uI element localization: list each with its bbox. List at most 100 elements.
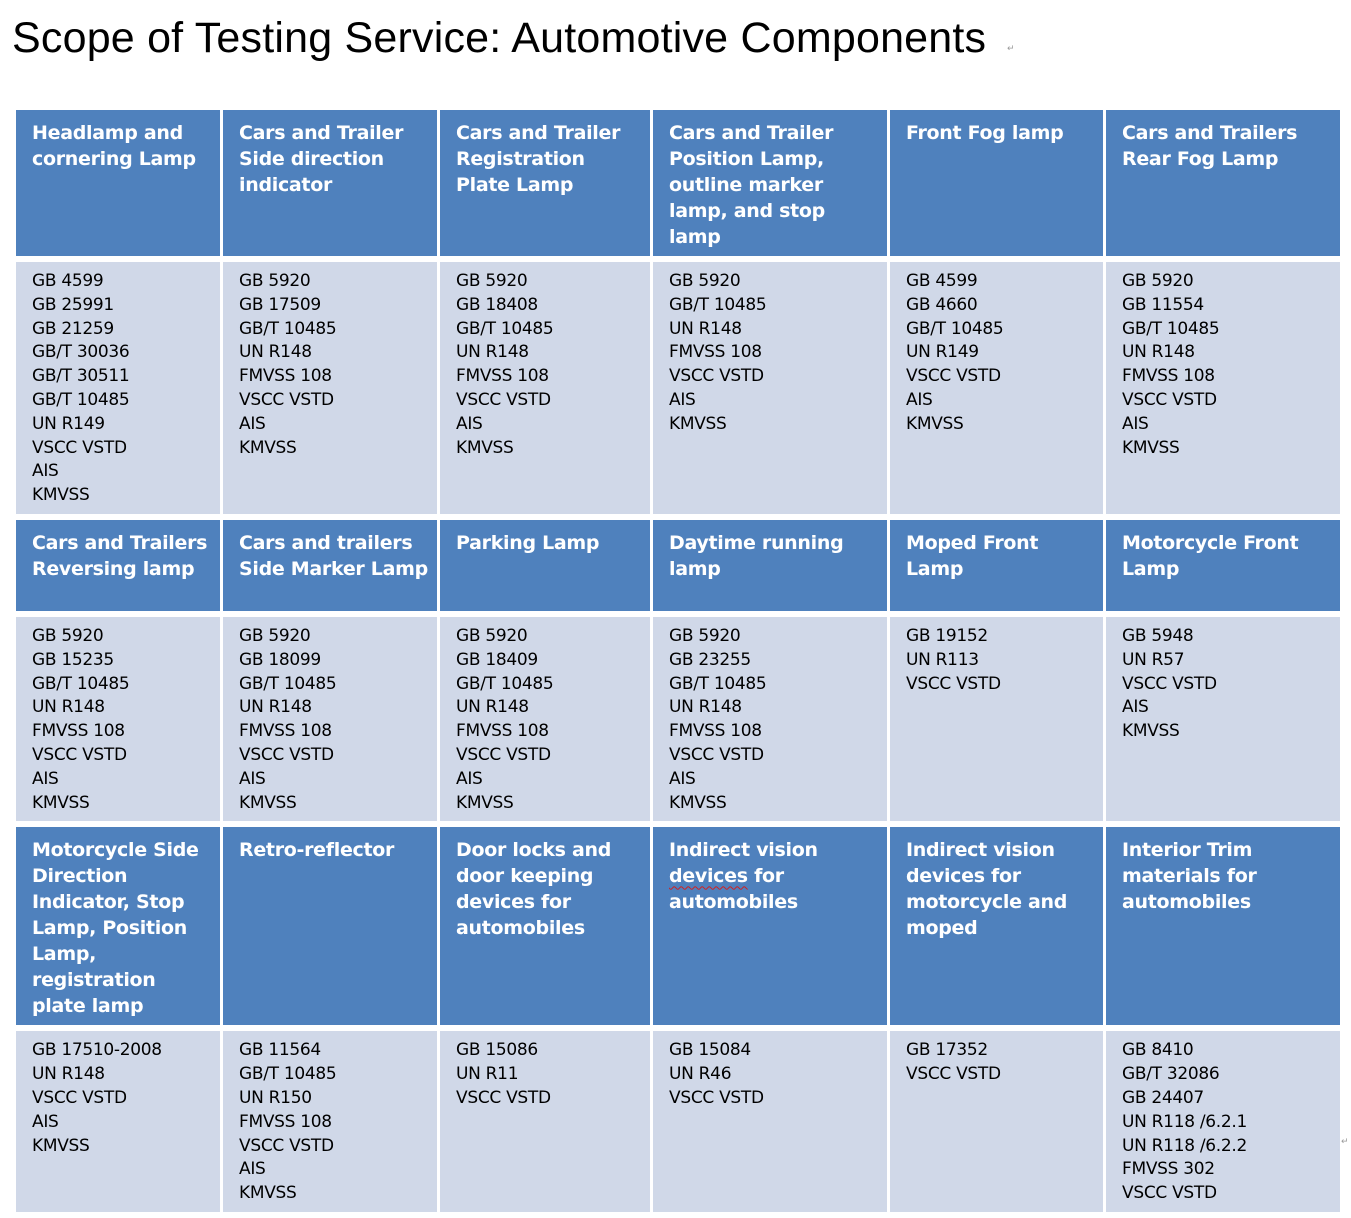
standard-item: FMVSS 108	[456, 366, 549, 387]
standard-item: VSCC VSTD	[906, 366, 1001, 387]
standard-item: UN R148	[32, 697, 105, 718]
standard-item: UN R148	[239, 342, 312, 363]
standard-item: UN R148	[456, 342, 529, 363]
standard-item: AIS	[239, 1159, 266, 1180]
standard-item: GB 18099	[239, 649, 321, 670]
standard-item: UN R148	[669, 697, 742, 718]
category-name: Moped Front Lamp	[906, 531, 1039, 580]
standard-item: GB/T 10485	[906, 318, 1004, 339]
page-title: Scope of Testing Service: Automotive Com…	[12, 14, 987, 62]
category-name: Cars and Trailer Position Lamp, outline …	[669, 122, 834, 248]
standard-item: GB 15235	[32, 649, 114, 670]
standard-item: GB/T 30511	[32, 366, 130, 387]
standard-item: VSCC VSTD	[669, 1087, 764, 1108]
category-header-cell: Cars and trailers Side Marker Lamp	[223, 519, 440, 617]
standard-item: VSCC VSTD	[32, 437, 127, 458]
standard-item: GB/T 32086	[1122, 1064, 1220, 1085]
standard-item: GB/T 30036	[32, 342, 130, 363]
standard-item: VSCC VSTD	[1122, 389, 1217, 410]
standard-item: GB 17510-2008	[32, 1040, 162, 1061]
standard-item: GB/T 10485	[239, 673, 337, 694]
standard-item: UN R118 /6.2.1	[1122, 1111, 1248, 1132]
category-name: Interior Trim materials for automobiles	[1122, 839, 1257, 914]
category-name: Motorcycle Side Direction Indicator, Sto…	[32, 839, 199, 1018]
category-name: Parking Lamp	[456, 531, 600, 554]
standard-item: GB/T 10485	[239, 1064, 337, 1085]
standard-item: GB 5920	[456, 625, 528, 646]
category-header-row: Motorcycle Side Direction Indicator, Sto…	[16, 827, 1340, 1032]
standard-item: VSCC VSTD	[906, 1064, 1001, 1085]
standard-item: AIS	[456, 413, 483, 434]
category-header-cell: Motorcycle Front Lamp	[1106, 519, 1340, 617]
standard-item: VSCC VSTD	[239, 1135, 334, 1156]
standard-item: GB 11554	[1122, 294, 1204, 315]
category-header-cell: Cars and Trailers Rear Fog Lamp	[1106, 110, 1340, 262]
standard-item: GB 4599	[906, 271, 978, 291]
standard-item: UN R148	[32, 1064, 105, 1085]
category-header-cell: Headlamp and cornering Lamp	[16, 110, 223, 262]
standard-item: UN R148	[1122, 342, 1195, 363]
standard-item: VSCC VSTD	[669, 744, 764, 765]
standard-item: UN R148	[239, 697, 312, 718]
standard-item: FMVSS 108	[239, 721, 332, 742]
standard-item: UN R46	[669, 1064, 732, 1085]
standard-item: GB 5920	[456, 271, 528, 291]
standard-item: GB 5948	[1122, 625, 1194, 646]
category-name: Cars and Trailers Reversing lamp	[32, 531, 208, 580]
category-name: Cars and Trailer Registration Plate Lamp	[456, 122, 621, 196]
standard-item: KMVSS	[32, 1135, 90, 1156]
standard-item: FMVSS 108	[1122, 366, 1215, 387]
paragraph-mark-icon: ↵	[1007, 44, 1015, 54]
standard-item: KMVSS	[456, 792, 514, 813]
standard-item: UN R57	[1122, 649, 1185, 670]
standard-item: GB/T 10485	[669, 673, 767, 694]
standard-item: GB 5920	[239, 625, 311, 646]
standard-item: FMVSS 108	[239, 1111, 332, 1132]
standard-item: GB 17352	[906, 1040, 988, 1061]
category-header-cell: Parking Lamp	[440, 519, 653, 617]
standard-item: GB/T 10485	[239, 318, 337, 339]
category-name: Indirect vision devices for motorcycle a…	[906, 839, 1068, 940]
standard-item: FMVSS 108	[239, 366, 332, 387]
standard-item: AIS	[239, 413, 266, 434]
category-name: Cars and Trailers Rear Fog Lamp	[1122, 122, 1298, 170]
category-header-cell: Indirect vision devices for automobiles	[653, 827, 890, 1032]
standard-item: GB/T 10485	[669, 294, 767, 315]
category-name: Motorcycle Front Lamp	[1122, 531, 1299, 580]
category-name: Front Fog lamp	[906, 122, 1064, 144]
standard-item: GB 19152	[906, 625, 988, 646]
standard-item: GB 5920	[669, 271, 741, 291]
standard-item: GB 5920	[32, 625, 104, 646]
standard-item: UN R149	[32, 413, 105, 434]
standard-item: UN R148	[669, 318, 742, 339]
standard-item: AIS	[32, 461, 59, 482]
standard-item: GB/T 10485	[32, 673, 130, 694]
category-header-cell: Motorcycle Side Direction Indicator, Sto…	[16, 827, 223, 1032]
standard-item: AIS	[1122, 413, 1149, 434]
standard-item: VSCC VSTD	[669, 366, 764, 387]
standard-item: GB 18408	[456, 294, 538, 315]
standard-item: GB 15084	[669, 1040, 751, 1061]
standard-item: GB 25991	[32, 294, 114, 315]
standard-item: KMVSS	[32, 485, 90, 506]
standard-item: GB 21259	[32, 318, 114, 339]
